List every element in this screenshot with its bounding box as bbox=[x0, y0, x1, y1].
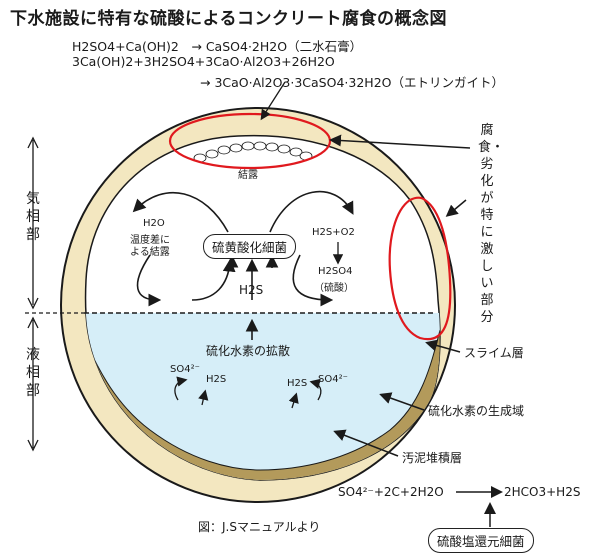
liquid-phase-label: 液相部 bbox=[26, 347, 40, 399]
equation-line-2: 3Ca(OH)2+3H2SO4+3CaO·Al2O3+26H2O bbox=[72, 54, 335, 69]
h2s-o2-label: H2S+O2 bbox=[312, 227, 355, 238]
sulfuric-acid-label: （硫酸） bbox=[314, 283, 354, 294]
figure-credit: 図：J.Sマニュアルより bbox=[198, 520, 321, 534]
arrow-to-sludge bbox=[333, 429, 399, 457]
condensation-label: 結露 bbox=[238, 170, 258, 181]
reaction-right: 2HCO3+H2S bbox=[504, 485, 581, 499]
gas-phase-label: 気相部 bbox=[26, 191, 40, 243]
sulfate-reducing-bacteria-box: 硫酸塩還元細菌 bbox=[428, 528, 534, 553]
h2s-left-label: H2S bbox=[206, 374, 227, 385]
h2o-label: H2O bbox=[143, 218, 165, 229]
condensation-droplets bbox=[193, 141, 313, 163]
equation-line-1: H2SO4+Ca(OH)2 → CaSO4·2H2O（二水石膏） bbox=[72, 39, 363, 54]
h2so4-label: H2SO4 bbox=[318, 266, 353, 277]
h2s-zone-label: 硫化水素の生成域 bbox=[428, 404, 525, 418]
equation-line-3: → 3CaO·Al2O3·3CaSO4·32H2O（エトリンガイト） bbox=[200, 75, 504, 90]
corrosion-label: 腐食・劣化が特に激しい部分 bbox=[478, 123, 505, 325]
temp-diff-label-1: 温度差に bbox=[130, 235, 170, 246]
h2s-center-label: H2S bbox=[239, 283, 264, 297]
so4-right-label: SO4²⁻ bbox=[318, 374, 348, 385]
cycle-arrow-left-bottom bbox=[136, 254, 162, 307]
so4-left-label: SO4²⁻ bbox=[170, 364, 200, 375]
h2s-right-label: H2S bbox=[287, 378, 308, 389]
cycle-arrow-left-top bbox=[132, 191, 229, 233]
highlight-right bbox=[388, 196, 452, 341]
arrow-to-h2s-zone bbox=[379, 392, 425, 411]
equation-arrow bbox=[260, 81, 286, 121]
slime-layer-label: スライム層 bbox=[464, 346, 524, 360]
cycle-arrow-right-top bbox=[269, 190, 354, 233]
page-title: 下水施設に特有な硫酸によるコンクリート腐食の概念図 bbox=[10, 9, 447, 29]
diffusion-label: 硫化水素の拡散 bbox=[206, 344, 291, 358]
cycle-arrow-right-bottom bbox=[292, 254, 334, 307]
arrow-to-side-corrosion bbox=[445, 199, 467, 217]
reaction-left: SO4²⁻+2C+2H2O bbox=[338, 485, 444, 499]
cycle-arrow-left-up bbox=[191, 258, 236, 301]
arrow-to-slime bbox=[425, 339, 461, 353]
sludge-layer-label: 汚泥堆積層 bbox=[402, 451, 463, 465]
temp-diff-label-2: よる結露 bbox=[130, 247, 170, 258]
arrow-to-top-corrosion bbox=[329, 134, 471, 149]
sulfur-oxidizing-bacteria-box: 硫黄酸化細菌 bbox=[203, 234, 297, 259]
